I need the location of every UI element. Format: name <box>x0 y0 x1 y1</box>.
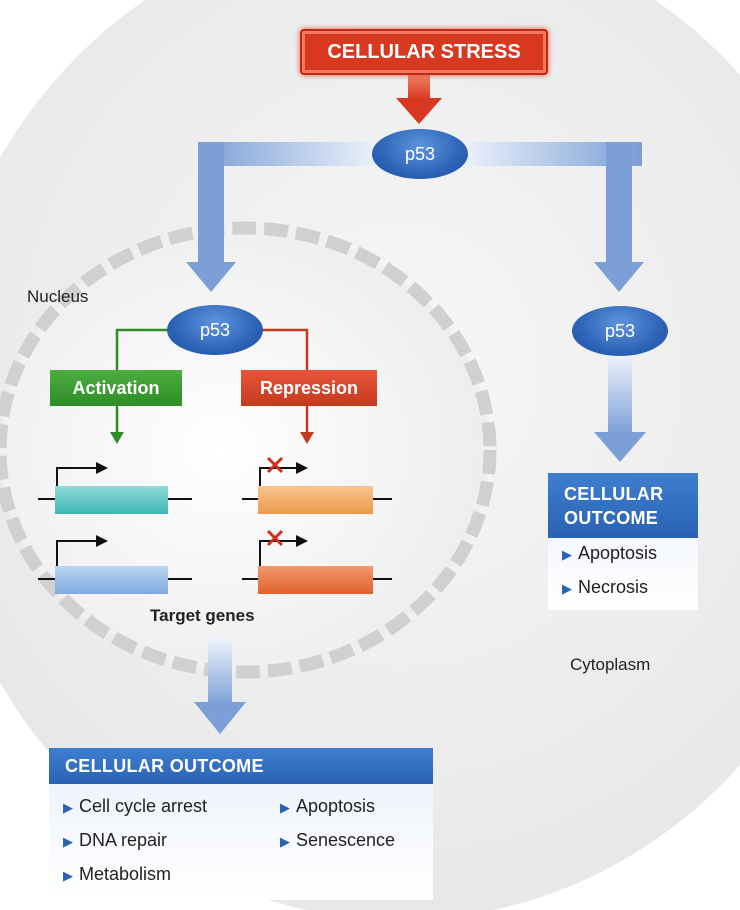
cyto-item-apoptosis: ▶Apoptosis <box>562 543 658 563</box>
p53-cytoplasm-top: p53 <box>372 129 468 179</box>
gene-repressed-1 <box>242 456 392 514</box>
split-arrows <box>186 142 644 292</box>
nuc-item-senescence: ▶Senescence <box>280 830 396 850</box>
p53-cytoplasm-right: p53 <box>572 306 668 356</box>
bullet-icon: ▶ <box>562 581 572 596</box>
gene-activated-2 <box>38 535 192 594</box>
bullet-icon: ▶ <box>63 868 73 883</box>
nucleus-label: Nucleus <box>27 287 89 306</box>
nucleus-outcome-arrow <box>194 638 246 734</box>
cytoplasm-arrow <box>594 355 646 462</box>
nuclear-envelope <box>0 221 497 679</box>
bullet-icon: ▶ <box>562 547 572 562</box>
cytoplasmic-outcome-title-2: OUTCOME <box>564 508 659 528</box>
cytoplasm-label: Cytoplasm <box>570 655 651 674</box>
nuc-item-metabolism: ▶Metabolism <box>63 864 172 884</box>
gene-repressed-2 <box>242 529 392 594</box>
bullet-icon: ▶ <box>280 834 290 849</box>
nuc-item-apoptosis: ▶Apoptosis <box>280 796 376 816</box>
repression-tag: Repression <box>241 370 377 406</box>
gene-activated-1 <box>38 462 192 514</box>
bullet-icon: ▶ <box>63 834 73 849</box>
p53-nucleus: p53 <box>167 305 263 355</box>
bullet-icon: ▶ <box>280 800 290 815</box>
activation-tag: Activation <box>50 370 182 406</box>
nuclear-outcome-box: CELLULAR OUTCOME ▶Cell cycle arrest ▶DNA… <box>49 748 433 900</box>
cellular-stress-box: CELLULAR STRESS <box>300 29 548 75</box>
target-genes-label: Target genes <box>150 606 255 625</box>
nuclear-outcome-header: CELLULAR OUTCOME <box>49 748 433 784</box>
stress-arrow <box>396 72 442 124</box>
nucleus-fill <box>0 228 490 672</box>
repression-path <box>262 328 314 444</box>
cyto-item-necrosis: ▶Necrosis <box>562 577 649 597</box>
nuc-item-cell-cycle-arrest: ▶Cell cycle arrest <box>63 796 208 816</box>
cytoplasmic-outcome-title-1: CELLULAR <box>564 484 664 504</box>
cytoplasmic-outcome-box: CELLULAR OUTCOME ▶Apoptosis ▶Necrosis <box>548 473 698 610</box>
nuc-item-dna-repair: ▶DNA repair <box>63 830 168 850</box>
activation-path <box>110 328 168 444</box>
cytoplasmic-outcome-header: CELLULAR OUTCOME <box>548 473 698 538</box>
bullet-icon: ▶ <box>63 800 73 815</box>
